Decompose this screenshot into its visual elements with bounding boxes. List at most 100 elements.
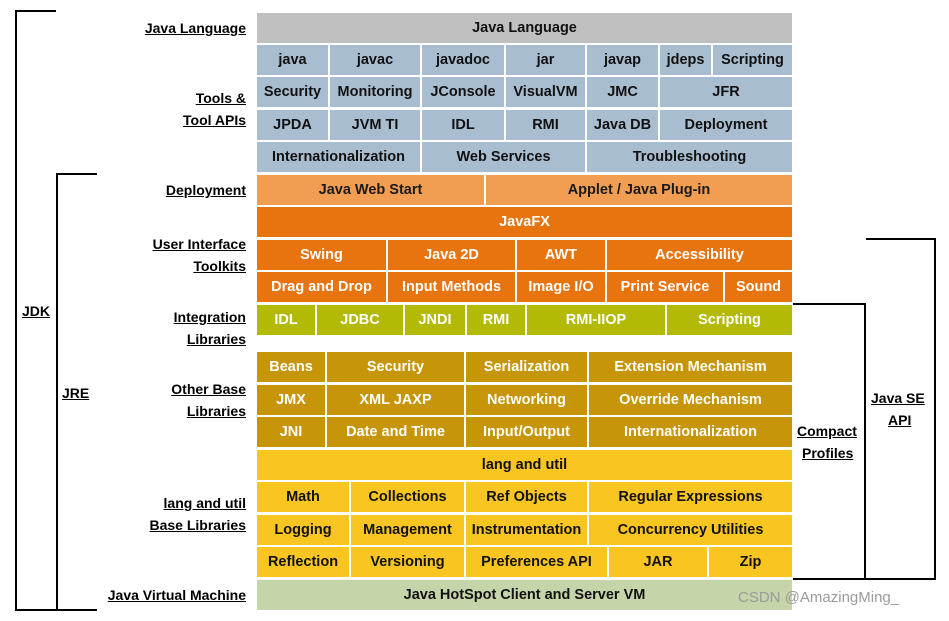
label-ui-toolkits-line2: Toolkits — [193, 258, 246, 274]
label-lang-util-line2: Base Libraries — [149, 517, 247, 533]
label-java-language: Java Language — [144, 20, 246, 36]
block-jmx: JMX — [257, 385, 325, 415]
block-security: Security — [257, 77, 328, 107]
block-scripting: Scripting — [667, 305, 792, 335]
block-instrumentation: Instrumentation — [466, 515, 587, 545]
block-input-methods: Input Methods — [388, 272, 515, 302]
block-regular-expressions: Regular Expressions — [589, 482, 792, 512]
block-logging: Logging — [257, 515, 349, 545]
block-idl: IDL — [422, 110, 504, 140]
block-scripting: Scripting — [713, 45, 792, 75]
block-applet-java-plug-in: Applet / Java Plug-in — [486, 175, 792, 205]
block-management: Management — [351, 515, 464, 545]
block-javac: javac — [330, 45, 420, 75]
block-rmi: RMI — [467, 305, 525, 335]
block-extension-mechanism: Extension Mechanism — [589, 352, 792, 382]
block-internationalization: Internationalization — [257, 142, 420, 172]
block-jar: JAR — [609, 547, 707, 577]
block-date-and-time: Date and Time — [327, 417, 464, 447]
javase-bracket-top — [866, 238, 936, 240]
block-java: java — [257, 45, 328, 75]
block-jmc: JMC — [587, 77, 658, 107]
block-rmi: RMI — [506, 110, 585, 140]
compact-profiles-label-line1: Compact — [797, 423, 857, 439]
block-reflection: Reflection — [257, 547, 349, 577]
jdk-bracket-vertical — [15, 10, 17, 611]
block-java-2d: Java 2D — [388, 240, 515, 270]
javase-bracket-vertical — [934, 238, 936, 580]
block-security: Security — [327, 352, 464, 382]
watermark: CSDN @AmazingMing_ — [738, 589, 900, 606]
block-beans: Beans — [257, 352, 325, 382]
block-concurrency-utilities: Concurrency Utilities — [589, 515, 792, 545]
block-lang-and-util: lang and util — [257, 450, 792, 480]
block-javadoc: javadoc — [422, 45, 504, 75]
label-jvm: Java Virtual Machine — [107, 587, 246, 603]
block-input-output: Input/Output — [466, 417, 587, 447]
block-xml-jaxp: XML JAXP — [327, 385, 464, 415]
block-jpda: JPDA — [257, 110, 328, 140]
block-jar: jar — [506, 45, 585, 75]
label-ui-toolkits-line1: User Interface — [152, 236, 246, 252]
label-integration-line2: Libraries — [186, 331, 246, 347]
block-ref-objects: Ref Objects — [466, 482, 587, 512]
block-jvm-ti: JVM TI — [330, 110, 420, 140]
jdk-bracket-bottom — [15, 609, 56, 611]
block-monitoring: Monitoring — [330, 77, 420, 107]
block-collections: Collections — [351, 482, 464, 512]
block-javap: javap — [587, 45, 658, 75]
block-networking: Networking — [466, 385, 587, 415]
block-web-services: Web Services — [422, 142, 585, 172]
block-accessibility: Accessibility — [607, 240, 792, 270]
label-tools-line2: Tool APIs — [183, 112, 246, 128]
jre-bracket-top — [56, 173, 97, 175]
jre-bracket-bottom — [56, 609, 97, 611]
block-jdbc: JDBC — [317, 305, 403, 335]
block-javafx: JavaFX — [257, 207, 792, 237]
compact-bracket-top — [793, 303, 866, 305]
block-jndi: JNDI — [405, 305, 465, 335]
label-other-base-line1: Other Base — [171, 381, 246, 397]
jre-label: JRE — [62, 385, 90, 401]
block-override-mechanism: Override Mechanism — [589, 385, 792, 415]
label-lang-util-line1: lang and util — [163, 495, 246, 511]
compact-profiles-label-line2: Profiles — [802, 445, 854, 461]
javase-api-label-line1: Java SE — [871, 390, 925, 406]
compact-bracket-bottom — [793, 578, 866, 580]
block-internationalization: Internationalization — [589, 417, 792, 447]
block-java-language: Java Language — [257, 13, 792, 43]
jre-bracket-vertical — [56, 173, 58, 611]
block-troubleshooting: Troubleshooting — [587, 142, 792, 172]
block-java-web-start: Java Web Start — [257, 175, 484, 205]
block-jdeps: jdeps — [660, 45, 711, 75]
label-integration-line1: Integration — [173, 309, 246, 325]
javase-bracket-bottom — [866, 578, 936, 580]
jdk-bracket-top — [15, 10, 56, 12]
block-preferences-api: Preferences API — [466, 547, 607, 577]
block-jfr: JFR — [660, 77, 792, 107]
block-rmi-iiop: RMI-IIOP — [527, 305, 665, 335]
block-jconsole: JConsole — [422, 77, 504, 107]
compact-bracket-vertical — [864, 303, 866, 580]
block-versioning: Versioning — [351, 547, 464, 577]
block-serialization: Serialization — [466, 352, 587, 382]
block-idl: IDL — [257, 305, 315, 335]
block-deployment: Deployment — [660, 110, 792, 140]
block-awt: AWT — [517, 240, 605, 270]
block-math: Math — [257, 482, 349, 512]
block-java-db: Java DB — [587, 110, 658, 140]
jdk-label: JDK — [22, 303, 51, 319]
label-other-base-line2: Libraries — [186, 403, 246, 419]
block-zip: Zip — [709, 547, 792, 577]
block-print-service: Print Service — [607, 272, 723, 302]
block-drag-and-drop: Drag and Drop — [257, 272, 386, 302]
block-image-i-o: Image I/O — [517, 272, 605, 302]
block-swing: Swing — [257, 240, 386, 270]
label-tools-line1: Tools & — [195, 90, 246, 106]
javase-api-label-line2: API — [888, 412, 912, 428]
block-sound: Sound — [725, 272, 792, 302]
block-visualvm: VisualVM — [506, 77, 585, 107]
block-jni: JNI — [257, 417, 325, 447]
label-deployment: Deployment — [165, 182, 246, 198]
block-java-hotspot-client-and-server-vm: Java HotSpot Client and Server VM — [257, 580, 792, 610]
